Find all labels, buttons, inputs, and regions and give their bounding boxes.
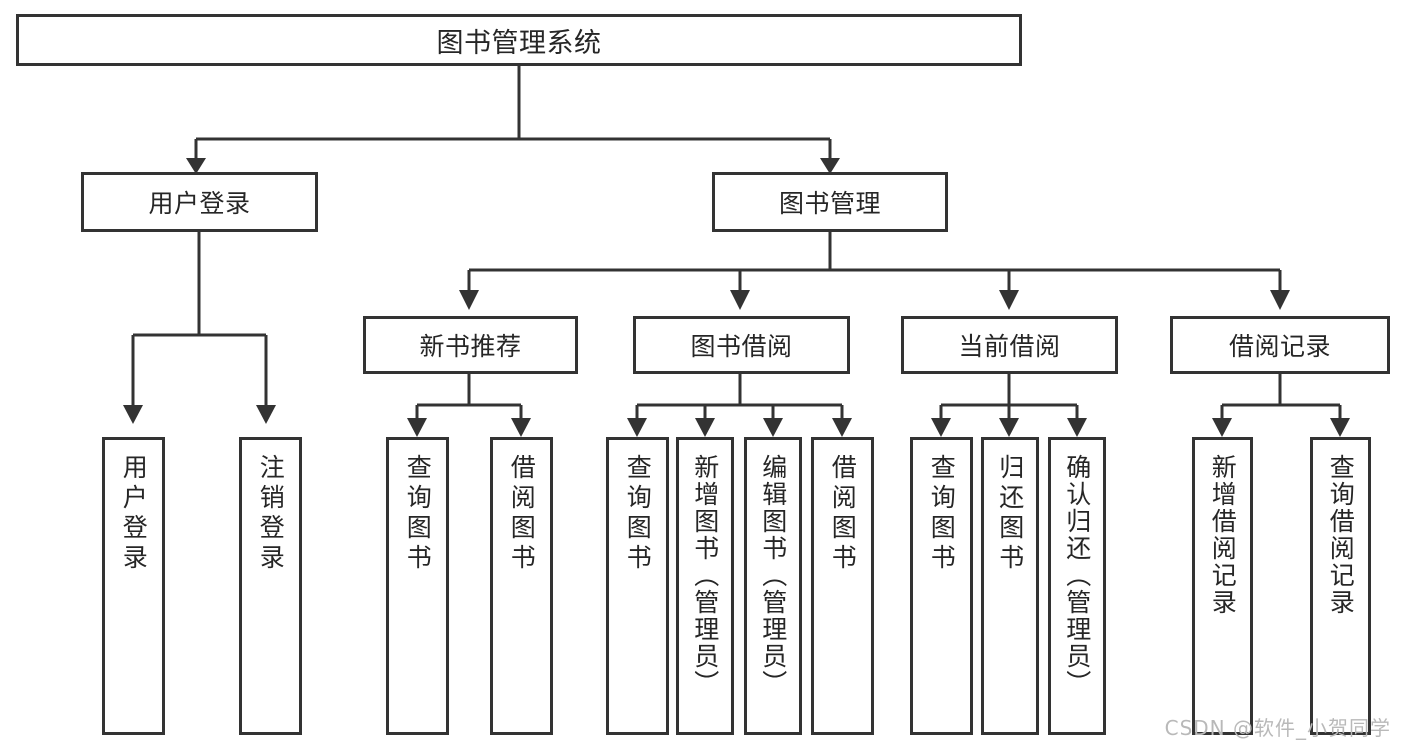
leaf-confirm-return-admin[interactable]: 确认归还（管理员） bbox=[1048, 437, 1106, 735]
node-label: 新书推荐 bbox=[419, 332, 522, 361]
node-label: 借阅图书 bbox=[507, 454, 537, 574]
node-label: 查询图书 bbox=[623, 454, 653, 574]
node-book-borrow[interactable]: 图书借阅 bbox=[633, 316, 850, 374]
leaf-edit-book-admin[interactable]: 编辑图书（管理员） bbox=[744, 437, 802, 735]
node-label: 新增借阅记录 bbox=[1208, 454, 1238, 616]
leaf-logout[interactable]: 注销登录 bbox=[239, 437, 302, 735]
node-label: 归还图书 bbox=[995, 454, 1025, 574]
node-label: 新增图书（管理员） bbox=[690, 454, 720, 697]
node-label: 图书借阅 bbox=[690, 332, 793, 361]
node-borrow-record[interactable]: 借阅记录 bbox=[1170, 316, 1390, 374]
node-user-login[interactable]: 用户登录 bbox=[81, 172, 318, 232]
leaf-user-login[interactable]: 用户登录 bbox=[102, 437, 165, 735]
node-label: 当前借阅 bbox=[958, 332, 1061, 361]
leaf-query-book-current[interactable]: 查询图书 bbox=[910, 437, 973, 735]
node-label: 用户登录 bbox=[119, 454, 149, 574]
node-label: 确认归还（管理员） bbox=[1062, 454, 1092, 697]
leaf-query-book-borrow[interactable]: 查询图书 bbox=[606, 437, 669, 735]
node-label: 编辑图书（管理员） bbox=[758, 454, 788, 697]
node-label: 借阅记录 bbox=[1228, 332, 1331, 361]
leaf-borrow-book[interactable]: 借阅图书 bbox=[811, 437, 874, 735]
leaf-query-borrow-record[interactable]: 查询借阅记录 bbox=[1310, 437, 1371, 735]
leaf-add-borrow-record[interactable]: 新增借阅记录 bbox=[1192, 437, 1253, 735]
watermark: CSDN @软件_小贺同学 bbox=[1164, 716, 1391, 740]
node-root-book-management-system[interactable]: 图书管理系统 bbox=[16, 14, 1022, 66]
node-label: 借阅图书 bbox=[828, 454, 858, 574]
leaf-add-book-admin[interactable]: 新增图书（管理员） bbox=[676, 437, 734, 735]
node-label: 用户登录 bbox=[148, 189, 251, 218]
node-new-book-recommend[interactable]: 新书推荐 bbox=[363, 316, 578, 374]
leaf-return-book[interactable]: 归还图书 bbox=[981, 437, 1039, 735]
node-label: 查询图书 bbox=[403, 454, 433, 574]
leaf-borrow-book-recommend[interactable]: 借阅图书 bbox=[490, 437, 553, 735]
node-current-borrow[interactable]: 当前借阅 bbox=[901, 316, 1118, 374]
node-label: 图书管理 bbox=[778, 189, 881, 218]
node-label: 查询借阅记录 bbox=[1326, 454, 1356, 616]
node-label: 图书管理系统 bbox=[436, 27, 602, 59]
node-label: 查询图书 bbox=[927, 454, 957, 574]
node-book-management[interactable]: 图书管理 bbox=[712, 172, 948, 232]
leaf-query-book-recommend[interactable]: 查询图书 bbox=[386, 437, 449, 735]
node-label: 注销登录 bbox=[256, 454, 286, 574]
